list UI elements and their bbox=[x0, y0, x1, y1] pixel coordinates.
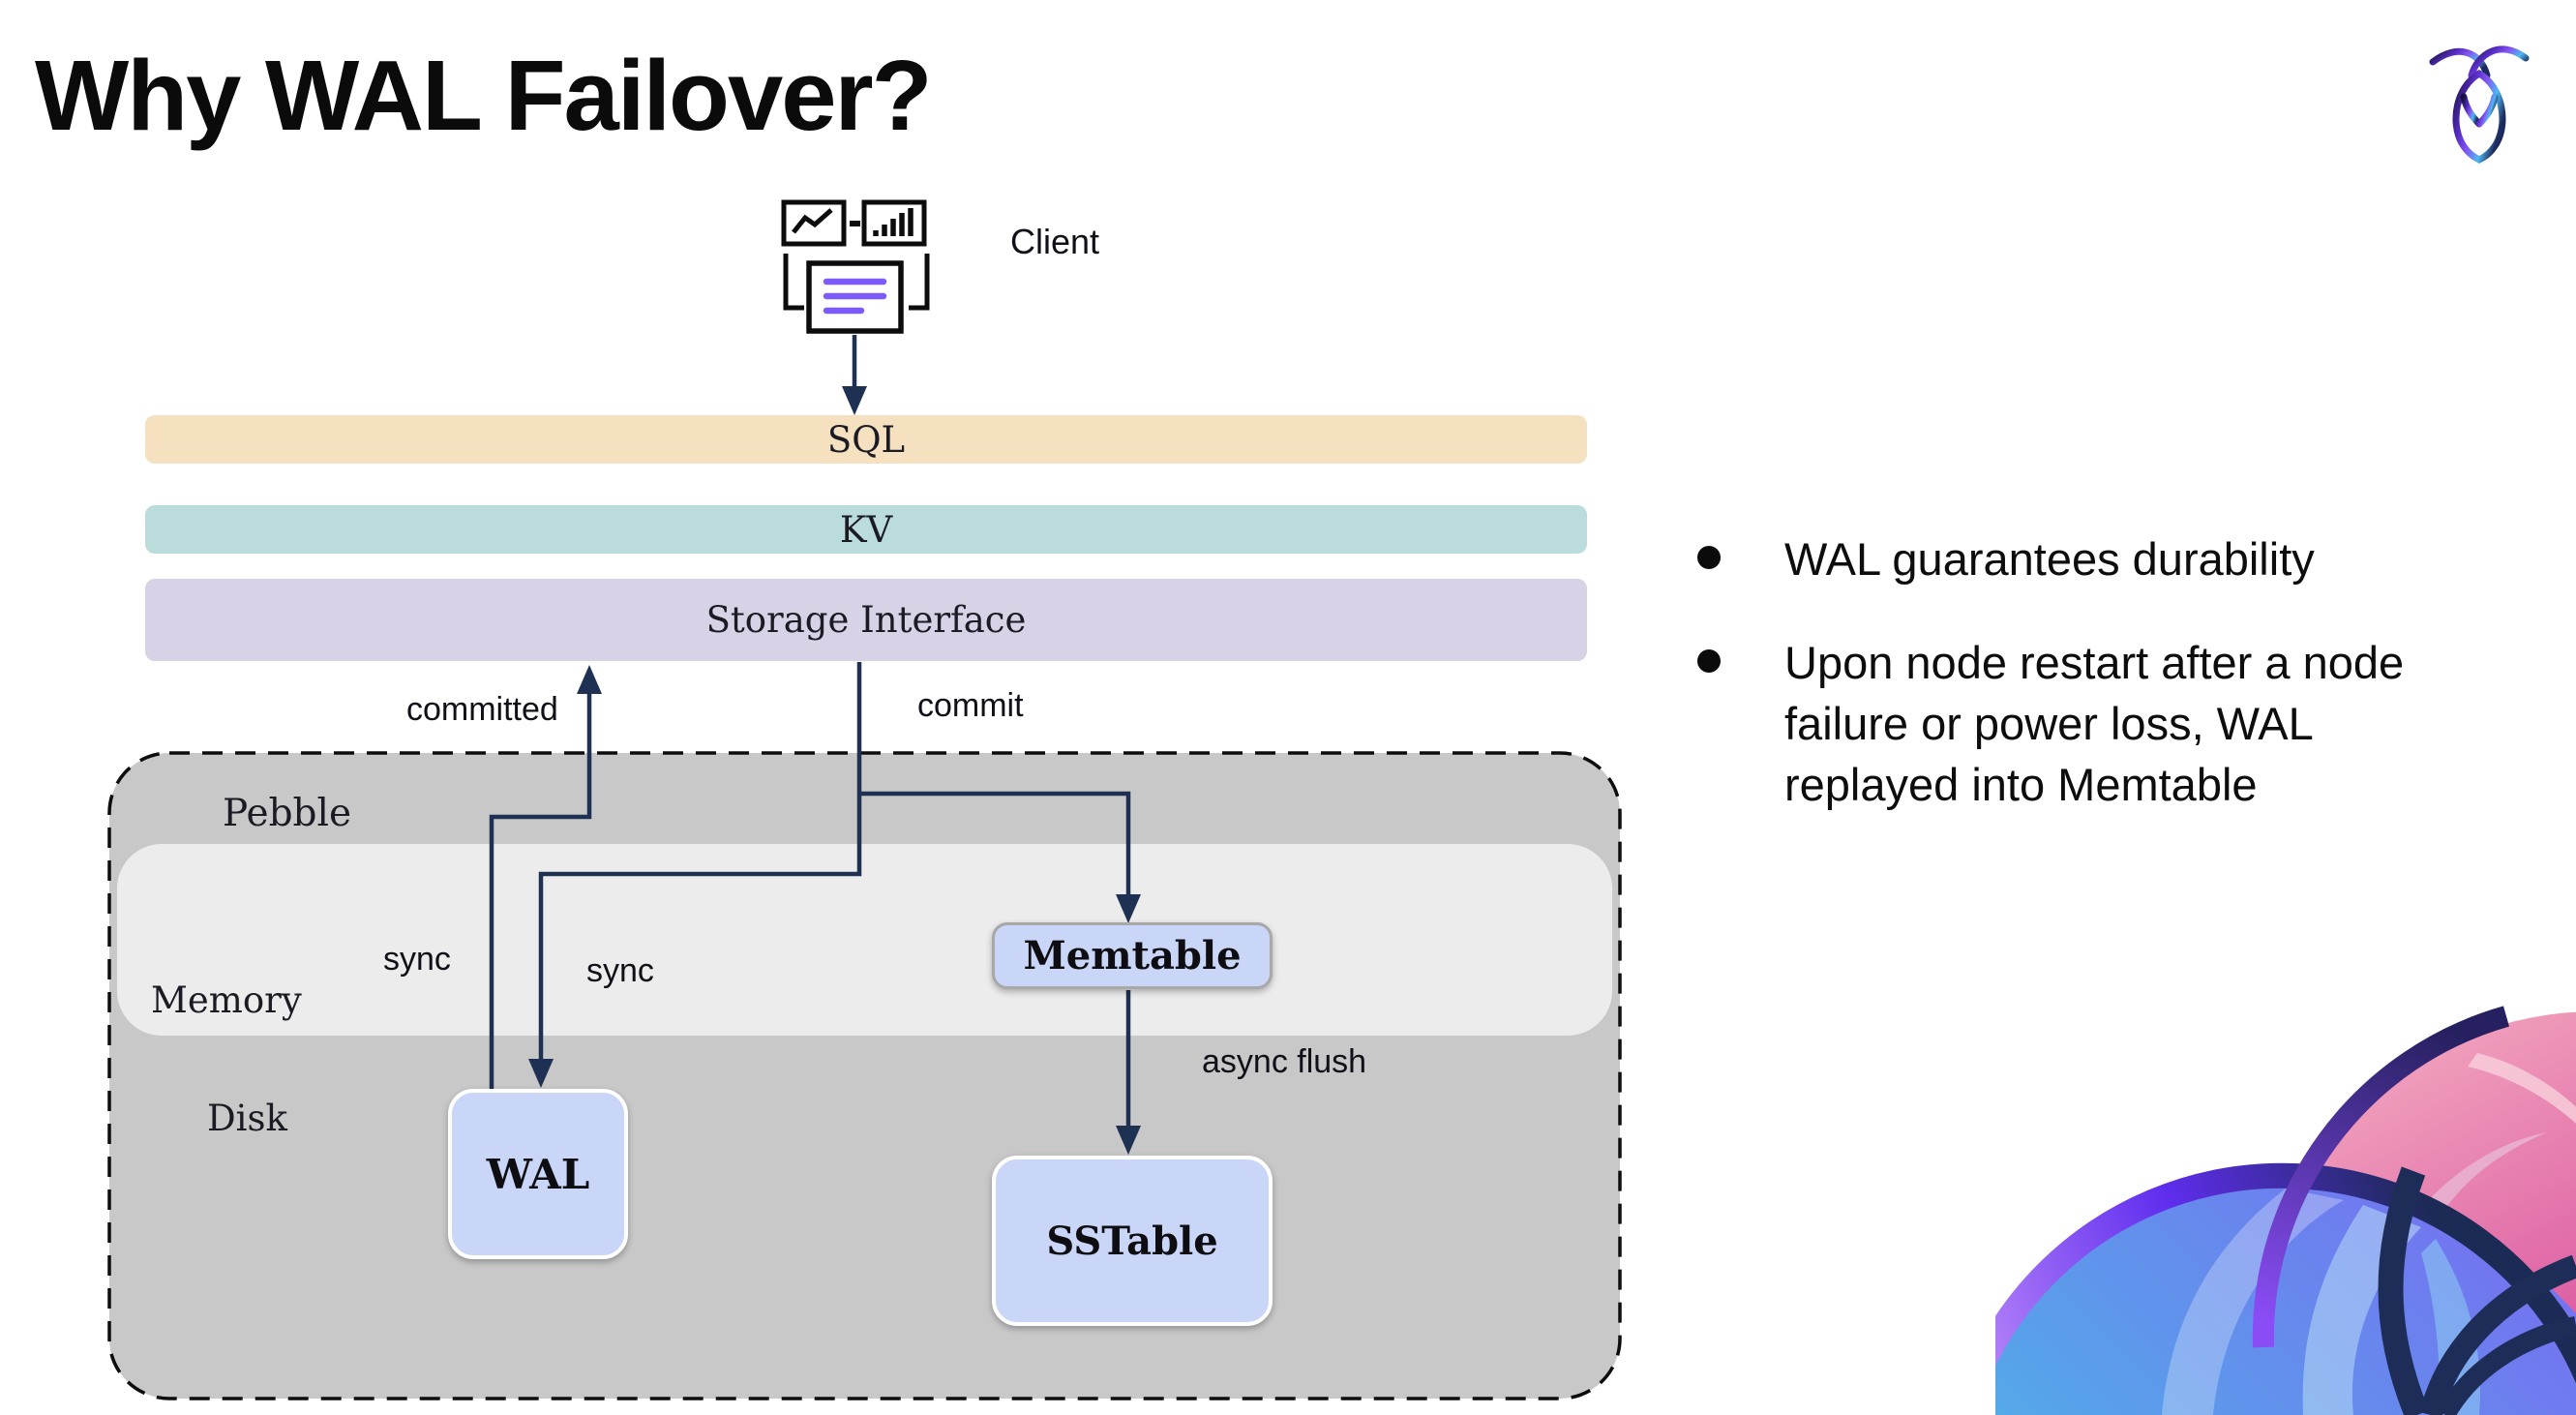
arrowhead-sstable bbox=[1116, 1126, 1141, 1155]
edge-label-sync-down: sync bbox=[586, 952, 654, 989]
layer-bar-sql: SQL bbox=[145, 415, 1587, 464]
pebble-label: Pebble bbox=[223, 792, 352, 835]
bullet-dot bbox=[1697, 546, 1721, 569]
page-title: Why WAL Failover? bbox=[35, 40, 933, 151]
notes-panel: WAL guarantees durability Upon node rest… bbox=[1697, 528, 2501, 858]
layer-bar-kv: KV bbox=[145, 505, 1587, 554]
arrowhead-storage bbox=[577, 665, 602, 694]
arrowhead-memtable bbox=[1116, 894, 1141, 923]
node-sstable: SSTable bbox=[992, 1156, 1273, 1326]
bullet-dot bbox=[1697, 649, 1721, 673]
layer-bar-storage-interface: Storage Interface bbox=[145, 579, 1587, 661]
layer-bar-kv-label: KV bbox=[839, 508, 893, 551]
node-memtable: Memtable bbox=[992, 922, 1273, 989]
node-wal: WAL bbox=[448, 1089, 628, 1259]
disk-label: Disk bbox=[207, 1098, 287, 1139]
node-wal-label: WAL bbox=[486, 1150, 590, 1198]
memory-label: Memory bbox=[151, 979, 302, 1021]
node-memtable-label: Memtable bbox=[1023, 933, 1242, 978]
arrowhead-sql bbox=[842, 386, 867, 415]
layer-bar-storage-label: Storage Interface bbox=[705, 599, 1027, 641]
layer-bar-sql-label: SQL bbox=[826, 418, 906, 461]
bullet-text: Upon node restart after a node failure o… bbox=[1784, 637, 2405, 810]
edge-label-sync-up: sync bbox=[383, 941, 451, 978]
arrowhead-wal bbox=[528, 1059, 554, 1088]
edge-label-commit: commit bbox=[917, 687, 1024, 724]
edge-label-async-flush: async flush bbox=[1202, 1043, 1367, 1080]
bullet-item: Upon node restart after a node failure o… bbox=[1697, 632, 2501, 815]
memory-band bbox=[117, 844, 1612, 1036]
client-label: Client bbox=[1010, 222, 1100, 261]
node-sstable-label: SSTable bbox=[1046, 1218, 1218, 1264]
bullet-text: WAL guarantees durability bbox=[1784, 533, 2315, 585]
pebble-container bbox=[107, 751, 1622, 1400]
edge-commit-to-wal bbox=[538, 662, 862, 1061]
client-monitor-chart-icon bbox=[781, 199, 930, 334]
arrowheads bbox=[528, 386, 1141, 1155]
edge-commit-to-memtable bbox=[859, 791, 1131, 896]
cockroach-art-decoration bbox=[1995, 1006, 2576, 1415]
edge-committed-up bbox=[489, 692, 592, 1090]
edge-label-committed: committed bbox=[406, 691, 558, 728]
cockroach-logo-icon bbox=[2429, 45, 2530, 164]
bullet-item: WAL guarantees durability bbox=[1697, 528, 2501, 589]
